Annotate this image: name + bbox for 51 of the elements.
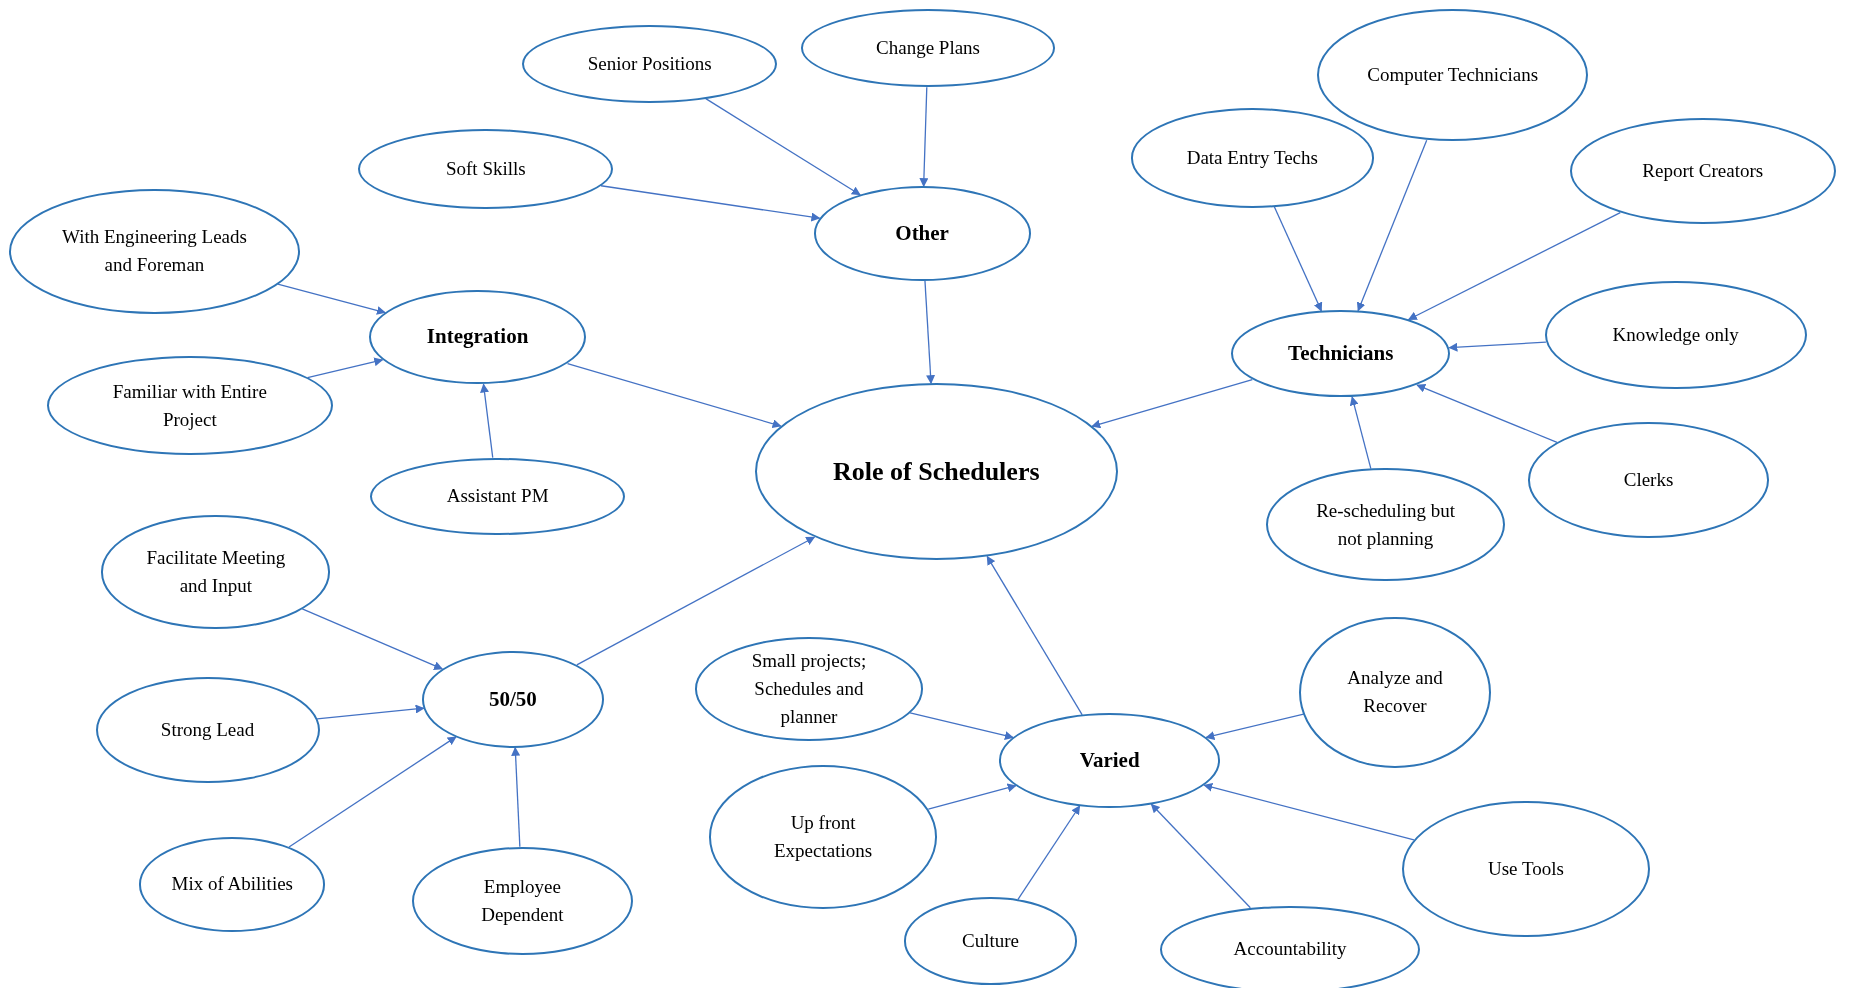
node-label: Use Tools (1487, 857, 1564, 882)
arrow (1273, 206, 1323, 312)
node-label: Culture (962, 929, 1020, 953)
node-label: Soft Skills (445, 156, 526, 181)
arrow (919, 86, 929, 188)
arrow (511, 746, 521, 848)
node-label: Change Plans (876, 36, 980, 61)
arrow (301, 608, 444, 670)
node-label: Assistant PM (446, 484, 549, 509)
node-label: Computer Technicians (1367, 63, 1539, 88)
node-label: Other (895, 219, 949, 247)
node-label: 50/50 (489, 685, 537, 713)
node-label: Report Creators (1642, 158, 1764, 183)
arrow (480, 383, 494, 459)
arrow (566, 362, 782, 429)
arrow (1203, 782, 1415, 841)
node-label: Clerks (1623, 467, 1674, 492)
arrow (277, 283, 386, 315)
node-label: Familiar with Entire Project (111, 379, 268, 432)
node-label: Employee Dependent (480, 874, 565, 927)
arrow (1356, 139, 1428, 312)
arrow (1416, 384, 1558, 444)
node-label: Re-scheduling but not planning (1315, 498, 1456, 551)
node-label: Analyze and Recover (1346, 666, 1444, 719)
node-label: Mix of Abilities (171, 872, 293, 897)
arrow (1407, 212, 1621, 321)
arrow (576, 536, 816, 666)
arrow (705, 97, 861, 196)
arrow (306, 357, 384, 379)
node-label: Role of Schedulers (833, 456, 1040, 489)
node-label: Knowledge only (1612, 322, 1739, 347)
arrow (1349, 396, 1372, 470)
node-label: Data Entry Techs (1186, 146, 1318, 170)
arrow (986, 555, 1083, 716)
node-label: Strong Lead (160, 717, 255, 742)
node-label: With Engineering Leads and Foreman (61, 225, 248, 278)
arrow (1205, 713, 1305, 740)
node-label: Varied (1079, 746, 1140, 774)
node-label: Accountability (1233, 937, 1347, 962)
arrow (288, 736, 457, 848)
arrow (1448, 341, 1547, 352)
node-label: Technicians (1288, 340, 1394, 367)
node-label: Senior Positions (587, 51, 712, 76)
node-label: Integration (426, 323, 529, 351)
node-label: Facilitate Meeting and Input (145, 545, 287, 598)
arrow (600, 185, 821, 222)
arrow (1091, 378, 1253, 429)
node-label: Up front Expectations (773, 811, 874, 864)
arrow (924, 280, 936, 385)
node-label: Small projects; Schedules and planner (750, 648, 868, 729)
arrow (909, 712, 1014, 740)
